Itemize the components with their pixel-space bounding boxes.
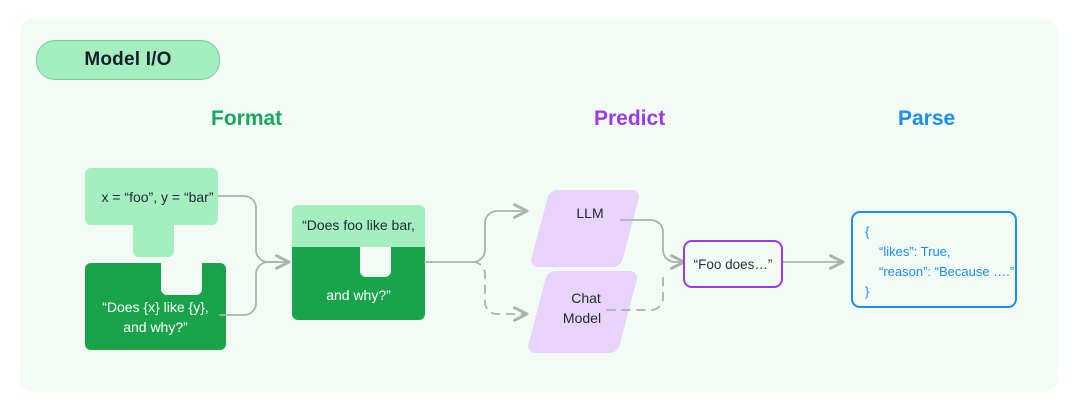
section-header-predict: Predict <box>594 107 666 130</box>
json-line-2: “likes”: True, <box>879 244 951 259</box>
section-header-parse: Parse <box>898 107 956 130</box>
model-output-box[interactable]: “Foo does…” <box>683 240 783 288</box>
model-io-badge-label: Model I/O <box>84 49 172 70</box>
model-io-badge: Model I/O <box>36 40 220 80</box>
model-output-text: “Foo does…” <box>693 256 773 272</box>
json-line-4: } <box>865 284 870 299</box>
json-line-1: { <box>865 224 870 239</box>
parsed-json-box[interactable]: { “likes”: True, “reason”: “Because ….” … <box>851 211 1017 308</box>
json-line-3: “reason”: “Because ….” <box>879 264 1015 279</box>
section-header-format: Format <box>211 107 283 130</box>
